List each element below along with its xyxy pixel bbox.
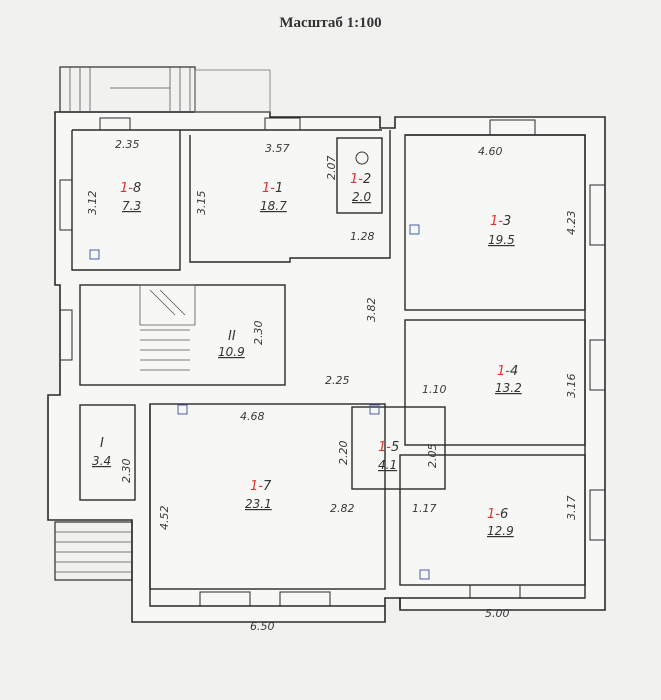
dim-2-25: 2.25 bbox=[325, 374, 350, 387]
room-1-4-outline bbox=[404, 319, 586, 446]
svg-text:1-7: 1-7 bbox=[250, 479, 272, 494]
interior-stairs bbox=[79, 284, 286, 386]
dim-2-82: 2.82 bbox=[330, 502, 355, 515]
dim-2-35: 2.35 bbox=[115, 138, 140, 151]
room-I-outline bbox=[79, 404, 136, 501]
dim-4-52: 4.52 bbox=[158, 506, 171, 531]
room-1-6-label: 1-6 12.9 bbox=[487, 507, 514, 538]
inner-outline bbox=[71, 129, 586, 608]
dim-3-17: 3.17 bbox=[565, 496, 578, 521]
dim-1-10: 1.10 bbox=[422, 383, 447, 396]
dim-3-15: 3.15 bbox=[195, 191, 208, 216]
svg-text:2.0: 2.0 bbox=[352, 190, 371, 204]
dim-6-50: 6.50 bbox=[250, 620, 275, 633]
room-1-2-outline bbox=[336, 137, 383, 214]
room-1-7-outline bbox=[149, 403, 386, 590]
room-I-label: I 3.4 bbox=[92, 436, 111, 468]
room-1-8-label: 1-8 7.3 bbox=[120, 181, 141, 213]
dim-2-20: 2.20 bbox=[337, 441, 350, 466]
room-1-2-label: 1-2 2.0 bbox=[350, 172, 371, 204]
dim-3-16: 3.16 bbox=[565, 374, 578, 399]
svg-text:4.1: 4.1 bbox=[378, 458, 397, 472]
svg-text:1-2: 1-2 bbox=[350, 172, 371, 187]
scale-title: Масштаб 1:100 bbox=[279, 15, 382, 31]
svg-text:3.4: 3.4 bbox=[92, 454, 111, 468]
room-1-4-label: 1-4 13.2 bbox=[495, 364, 522, 395]
room-1-3-label: 1-3 19.5 bbox=[488, 214, 515, 247]
dim-5-00: 5.00 bbox=[485, 607, 510, 620]
dim-2-30-a: 2.30 bbox=[252, 321, 265, 346]
room-1-5-label: 1-5 4.1 bbox=[378, 440, 399, 472]
svg-text:1-3: 1-3 bbox=[490, 214, 511, 229]
dim-1-17: 1.17 bbox=[412, 502, 437, 515]
dim-3-82: 3.82 bbox=[365, 298, 378, 323]
windows bbox=[59, 117, 606, 607]
svg-text:23.1: 23.1 bbox=[245, 497, 272, 511]
entry-markers bbox=[89, 224, 430, 580]
dim-4-68: 4.68 bbox=[240, 410, 265, 423]
svg-text:10.9: 10.9 bbox=[218, 345, 245, 359]
svg-text:18.7: 18.7 bbox=[260, 199, 287, 213]
svg-text:1-5: 1-5 bbox=[378, 440, 399, 455]
dim-2-30-b: 2.30 bbox=[120, 459, 133, 484]
porch-stairs-bottom bbox=[54, 521, 133, 581]
dim-4-60: 4.60 bbox=[478, 145, 503, 158]
svg-text:1-1: 1-1 bbox=[262, 181, 283, 196]
dim-3-12: 3.12 bbox=[86, 191, 99, 216]
svg-text:1-8: 1-8 bbox=[120, 181, 141, 196]
dim-1-28: 1.28 bbox=[350, 230, 375, 243]
dim-3-57: 3.57 bbox=[265, 142, 290, 155]
room-II-label: II 10.9 bbox=[218, 329, 245, 359]
svg-text:19.5: 19.5 bbox=[488, 233, 515, 247]
svg-text:1-4: 1-4 bbox=[497, 364, 518, 379]
room-1-5-outline bbox=[351, 406, 446, 490]
dim-4-23: 4.23 bbox=[565, 211, 578, 236]
porch-stairs-top bbox=[59, 66, 271, 113]
svg-text:1-6: 1-6 bbox=[487, 507, 508, 522]
dim-2-07: 2.07 bbox=[325, 156, 338, 181]
room-1-1-label: 1-1 18.7 bbox=[260, 181, 287, 213]
svg-text:12.9: 12.9 bbox=[487, 524, 514, 538]
toilet-symbol bbox=[355, 151, 369, 165]
svg-text:13.2: 13.2 bbox=[495, 381, 522, 395]
svg-text:7.3: 7.3 bbox=[122, 199, 141, 213]
svg-text:I: I bbox=[100, 436, 104, 451]
svg-text:II: II bbox=[228, 329, 236, 344]
dim-2-05: 2.05 bbox=[426, 444, 439, 469]
room-1-7-label: 1-7 23.1 bbox=[245, 479, 272, 511]
